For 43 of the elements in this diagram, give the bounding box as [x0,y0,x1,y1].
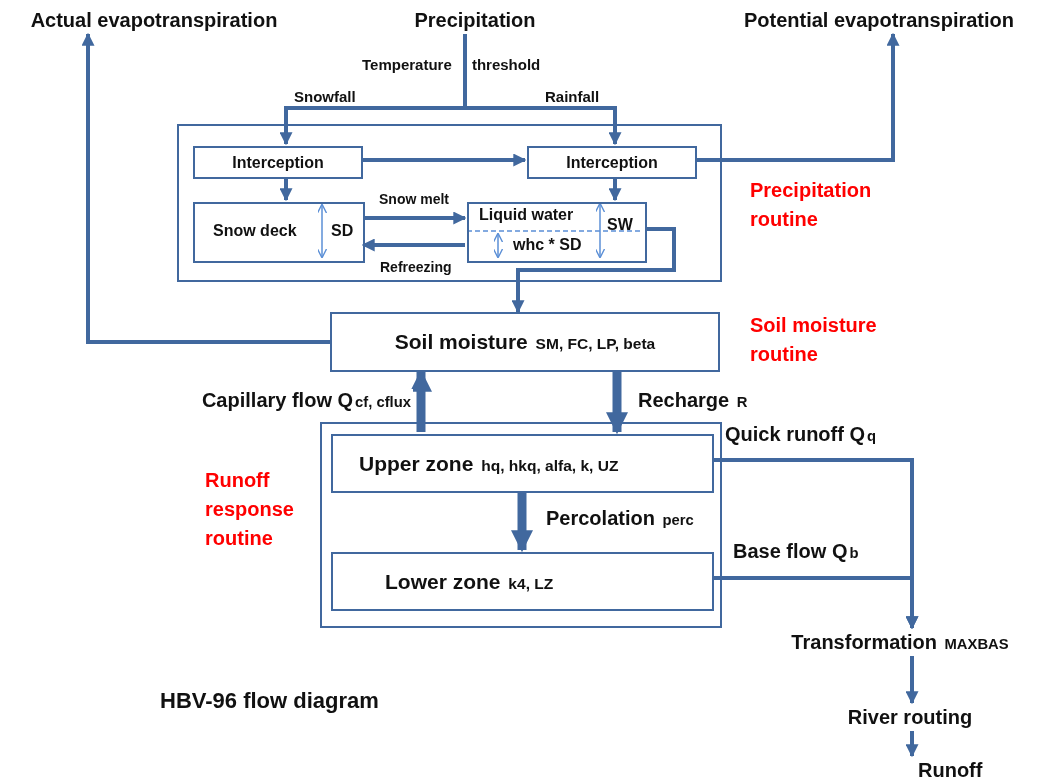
process-box [467,202,647,263]
node-text: Actual evapotranspiration [30,8,278,32]
flow-arrow [363,211,467,225]
process-box [330,312,720,372]
diagram-caption: HBV-96 flow diagram [160,688,379,714]
edge-label: Snow melt [377,191,451,207]
group-frame [320,422,722,628]
flow-arrow [279,177,293,202]
flow-arrow [410,369,432,432]
routine-heading: Precipitation routine [750,178,873,232]
process-box [331,434,714,493]
node-text: SW [607,216,633,234]
threshold-label: Temperature threshold [362,56,541,73]
node-text: River routing [847,705,973,729]
flow-arrow [712,576,919,630]
edge-label: Snowfall [292,88,358,105]
node-text: Potential evapotranspiration [743,8,1015,32]
group-frame [177,124,722,282]
node-text: SD [331,222,354,240]
flow-arrow [905,656,919,705]
process-box [193,146,363,179]
routine-heading: Runoff response routine [205,468,295,551]
node-text: Interception [232,153,324,172]
flow-arrow [608,177,622,202]
node-text: Liquid water [479,206,574,224]
node-text: Runoff [918,758,983,782]
flow-arrow [511,227,676,314]
routine-heading: Soil moisture routine [750,313,878,367]
flow-arrow [606,372,628,435]
node-text: whc * SD [513,236,582,254]
flow-arrow [695,32,900,162]
edge-label: Rainfall [543,88,602,105]
node-text: Interception [566,153,658,172]
process-box [193,202,365,263]
flow-arrow [905,731,919,758]
flow-arrow [81,32,330,344]
process-box [331,552,714,611]
process-box [527,146,697,179]
flow-arrow [361,153,527,167]
node-text: Precipitation [414,8,536,32]
node-text: Snow deck [213,222,297,240]
flow-arrow [511,491,533,553]
edge-label: Refreezing [378,259,454,275]
